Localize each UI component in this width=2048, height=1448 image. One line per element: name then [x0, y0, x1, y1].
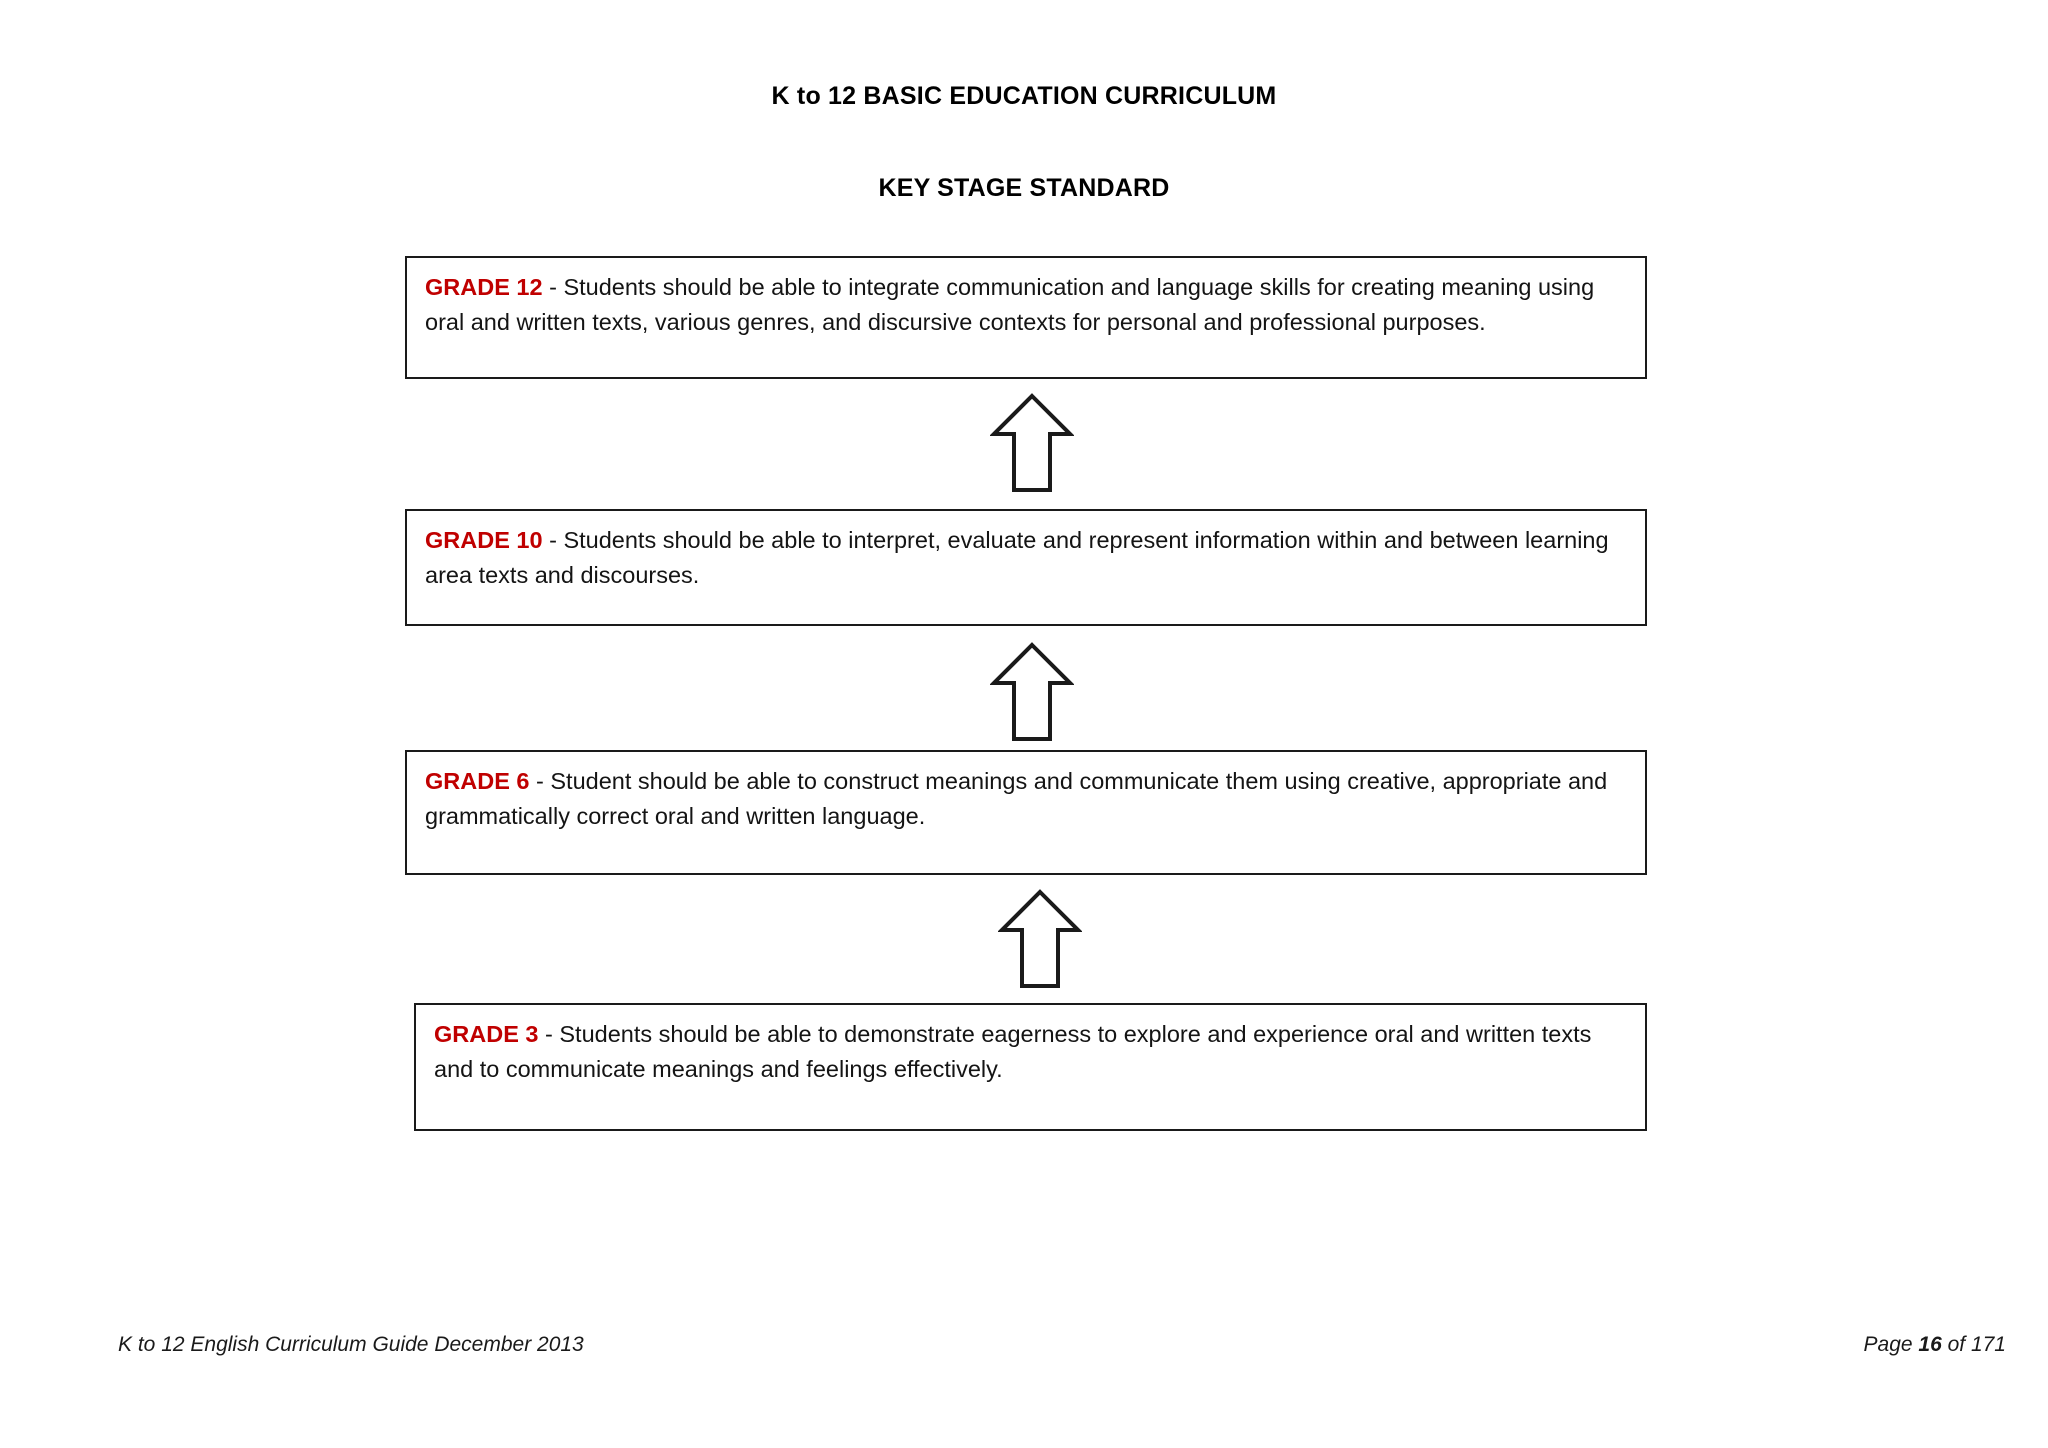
grade-label-grade-10: GRADE 10 [425, 527, 543, 553]
grade-body-grade-3: Students should be able to demonstrate e… [434, 1021, 1592, 1082]
grade-box-text: GRADE 10 - Students should be able to in… [425, 523, 1631, 593]
grade-separator-grade-6: - [529, 768, 551, 794]
page-title: K to 12 BASIC EDUCATION CURRICULUM [771, 82, 1277, 110]
grade-body-grade-10: Students should be able to interpret, ev… [425, 527, 1609, 588]
grade-separator-grade-10: - [542, 527, 564, 553]
grade-box-grade-10: GRADE 10 - Students should be able to in… [405, 509, 1647, 626]
grade-label-grade-3: GRADE 3 [434, 1021, 539, 1047]
grade-body-grade-6: Student should be able to construct mean… [425, 768, 1608, 829]
grade-box-text: GRADE 3 - Students should be able to dem… [434, 1017, 1631, 1087]
page-subtitle: KEY STAGE STANDARD [878, 174, 1170, 202]
grade-separator-grade-12: - [542, 274, 564, 300]
footer-page-number: 16 [1918, 1333, 1942, 1356]
up-arrow-icon [990, 641, 1074, 743]
footer-page-indicator: Page 16 of 171 [1864, 1333, 2006, 1357]
grade-separator-grade-3: - [538, 1021, 560, 1047]
footer-page-suffix: of 171 [1941, 1333, 2006, 1356]
up-arrow-icon [990, 392, 1074, 494]
grade-box-text: GRADE 6 - Student should be able to cons… [425, 764, 1631, 834]
grade-label-grade-12: GRADE 12 [425, 274, 543, 300]
grade-box-grade-3: GRADE 3 - Students should be able to dem… [414, 1003, 1647, 1131]
footer-page-prefix: Page [1863, 1333, 1919, 1356]
grade-box-text: GRADE 12 - Students should be able to in… [425, 270, 1631, 340]
grade-box-grade-6: GRADE 6 - Student should be able to cons… [405, 750, 1647, 875]
grade-label-grade-6: GRADE 6 [425, 768, 530, 794]
grade-box-grade-12: GRADE 12 - Students should be able to in… [405, 256, 1647, 379]
footer-document-title: K to 12 English Curriculum Guide Decembe… [118, 1333, 584, 1356]
grade-body-grade-12: Students should be able to integrate com… [425, 274, 1595, 335]
up-arrow-icon [998, 888, 1082, 990]
